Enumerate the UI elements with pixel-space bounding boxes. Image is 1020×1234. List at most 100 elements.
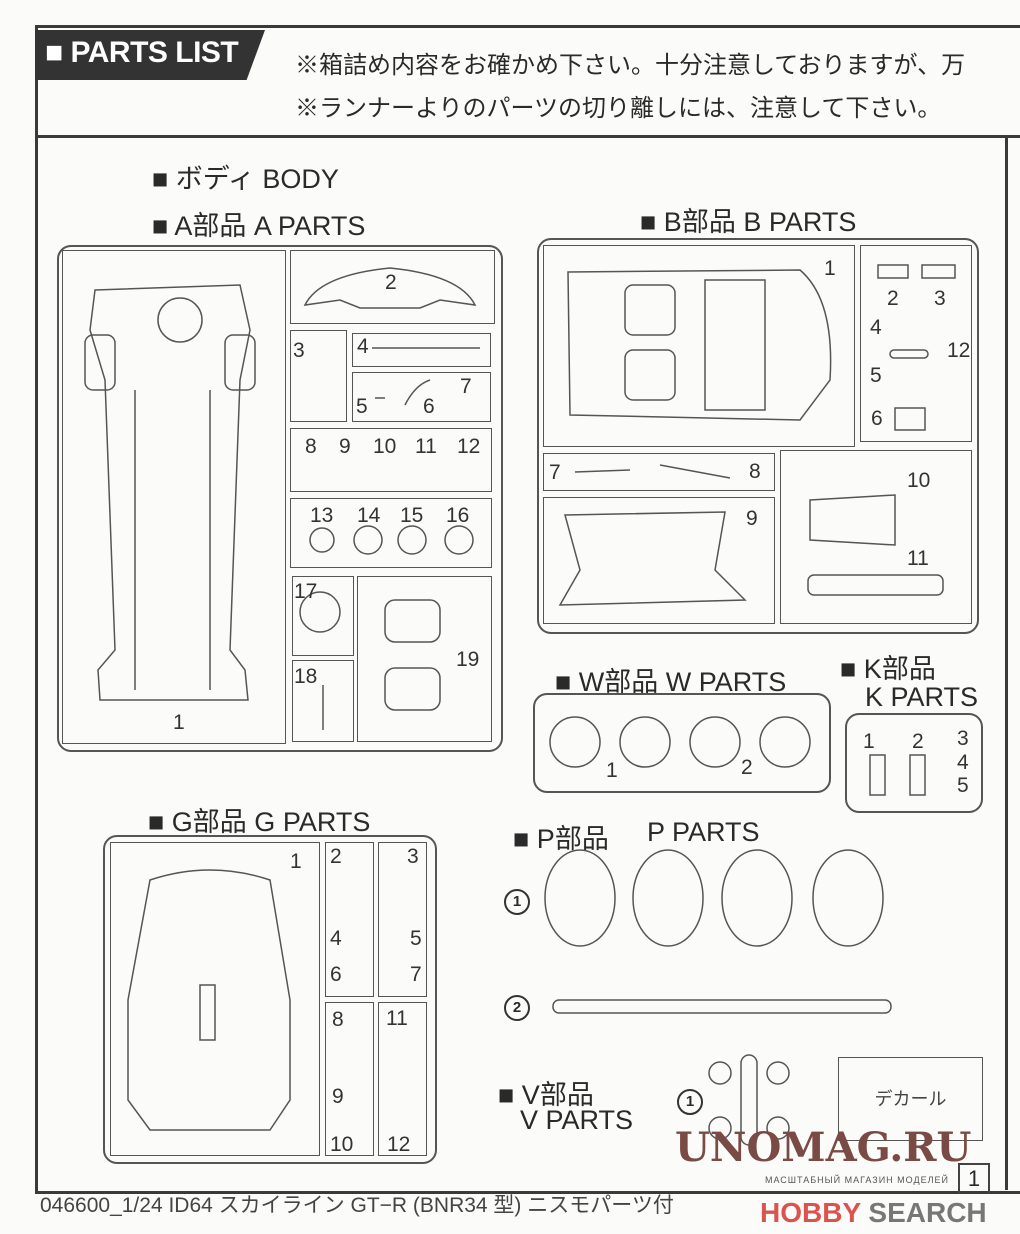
runner-a-cell: [290, 498, 492, 568]
page-frame: [35, 25, 1020, 1194]
part-number-g: 2: [330, 845, 342, 868]
part-number-b: 4: [870, 316, 882, 339]
part-a2-drawing: [303, 267, 477, 309]
header-divider: [35, 135, 1020, 138]
part-number-b: 1: [824, 257, 836, 280]
section-k-parts: ■ K部品: [840, 654, 936, 684]
section-w-parts: ■ W部品 W PARTS: [555, 667, 787, 697]
runner-a-cell: [290, 330, 347, 422]
part-number-k: 4: [957, 751, 969, 774]
watermark-hobby: HOBBY: [760, 1197, 861, 1228]
runner-a-cell: [292, 576, 354, 656]
part-number-k: 3: [957, 727, 969, 750]
right-column-divider: [1005, 135, 1008, 1190]
part-number-a: 18: [294, 665, 318, 688]
circled-number-p: 1: [504, 889, 530, 915]
runner-g-cell: [325, 842, 374, 997]
part-number-a: 2: [385, 271, 397, 294]
part-number-a: 13: [310, 504, 334, 527]
runner-g: [103, 835, 437, 1164]
section-body: ■ ボディ BODY: [152, 164, 339, 194]
shaft-drawing: [552, 999, 892, 1014]
runner-g-cell: [325, 1002, 374, 1156]
wheel-hub-drawings: [309, 525, 474, 555]
part-number-b: 6: [871, 407, 883, 430]
part-number-k: 2: [912, 730, 924, 753]
runner-a: [57, 245, 503, 752]
section-p-parts: ■ P部品: [513, 824, 609, 854]
section-v-parts-en: V PARTS: [520, 1105, 634, 1135]
wheel-drawings: [549, 716, 811, 768]
runner-g-cell: [378, 842, 427, 997]
part-number-b: 10: [907, 469, 931, 492]
part-number-a: 11: [415, 435, 437, 458]
section-b-parts: ■ B部品 B PARTS: [640, 207, 857, 237]
circled-number-p: 2: [504, 995, 530, 1021]
runner-b-cell: [543, 245, 855, 447]
part-number-b: 12: [947, 339, 971, 362]
watermark-tagline: МАСШТАБНЫЙ МАГАЗИН МОДЕЛЕЙ: [765, 1175, 949, 1185]
runner-a-cell: [357, 576, 492, 742]
part-number-g: 7: [410, 963, 422, 986]
part-number-a: 15: [400, 504, 424, 527]
watermark-search: SEARCH: [868, 1197, 987, 1228]
heading-text: ■ PARTS LIST: [45, 36, 239, 69]
runner-w: [533, 693, 831, 793]
part-number-g: 10: [330, 1133, 354, 1156]
floor-pan-drawing: [558, 511, 747, 606]
part-number-w: 2: [741, 756, 753, 779]
runner-b-cell: [543, 453, 775, 491]
part-number-g: 6: [330, 963, 342, 986]
section-a-parts: ■ A部品 A PARTS: [152, 211, 366, 241]
parts-list-heading: ■ PARTS LIST: [35, 30, 265, 80]
part-number-g: 1: [290, 850, 302, 873]
section-k-parts-en: K PARTS: [865, 682, 979, 712]
runner-b-cell: [543, 497, 775, 624]
part-number-g: 4: [330, 927, 342, 950]
runner-g-cell: [110, 842, 320, 1156]
part-number-b: 5: [870, 364, 882, 387]
part-number-a: 3: [293, 339, 305, 362]
part-number-a: 14: [357, 504, 381, 527]
runner-b-cell: [860, 245, 972, 442]
part-number-a: 17: [294, 580, 318, 603]
runner-a-cell: [292, 660, 354, 742]
part-number-g: 12: [387, 1133, 411, 1156]
section-g-parts: ■ G部品 G PARTS: [148, 807, 371, 837]
part-number-a: 16: [446, 504, 470, 527]
part-number-k: 1: [863, 730, 875, 753]
steering-wheel-drawing: [299, 591, 341, 633]
part-number-b: 2: [887, 287, 899, 310]
circled-number-v: 1: [677, 1089, 703, 1115]
part-number-b: 8: [749, 460, 761, 483]
body-shell-drawing: [127, 869, 291, 1131]
runner-g-cell: [378, 1002, 427, 1156]
part-number-g: 9: [332, 1085, 344, 1108]
part-number-a: 6: [423, 395, 435, 418]
washer-drawings: [708, 1054, 790, 1146]
decal-label: デカール: [874, 1089, 947, 1109]
part-number-a: 5: [356, 395, 368, 418]
part-number-a: 4: [357, 335, 369, 358]
note-check-contents: ※箱詰め内容をお確かめ下さい。十分注意しておりますが、万: [295, 52, 966, 79]
part-number-g: 11: [386, 1007, 408, 1030]
part-number-a: 9: [339, 435, 351, 458]
part-number-b: 7: [549, 461, 561, 484]
watermark-site: UNOMAG.RU: [675, 1124, 972, 1171]
runner-a-body-cell: [62, 250, 286, 744]
part-number-g: 8: [332, 1008, 344, 1031]
part-number-a: 1: [173, 711, 185, 734]
section-p-parts-en: P PARTS: [647, 817, 760, 847]
part-number-g: 3: [407, 845, 419, 868]
chassis-drawing: [84, 284, 256, 701]
part-number-a: 8: [305, 435, 317, 458]
part-number-g: 5: [410, 927, 422, 950]
runner-a-cell: [290, 428, 492, 492]
seat-drawing: [384, 667, 441, 711]
interior-tub-drawing: [567, 269, 832, 421]
part-number-b: 11: [907, 547, 929, 570]
part-number-a: 19: [456, 648, 480, 671]
runner-b: [537, 238, 979, 634]
part-number-w: 1: [606, 759, 618, 782]
